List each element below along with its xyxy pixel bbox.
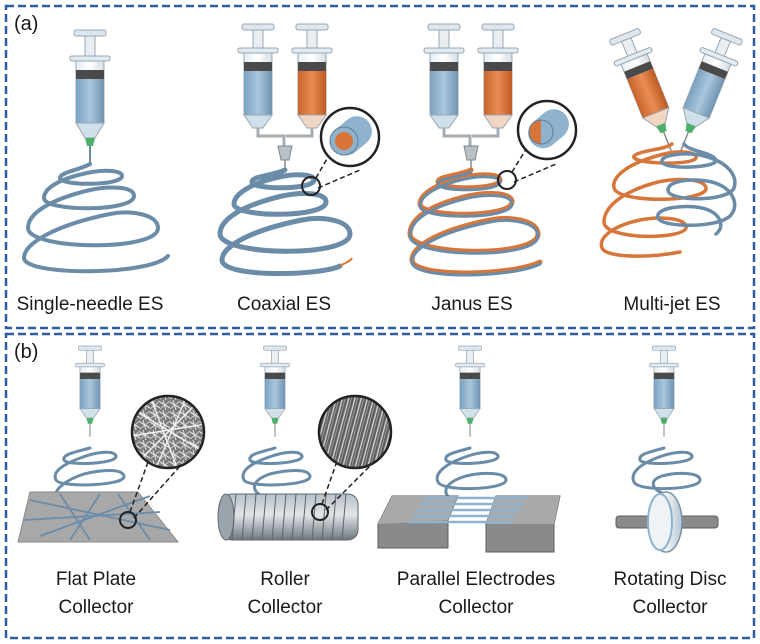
fiber-spiral-flat-plate <box>53 446 126 504</box>
panel-b-frame <box>4 332 756 640</box>
flat-plate-spot-marker <box>119 511 137 529</box>
caption-parallel-electrodes-line1: Parallel Electrodes <box>397 569 555 590</box>
janus-spot-marker <box>497 170 517 190</box>
parallel-aligned-fibers <box>408 496 528 524</box>
caption-rotating-disc-line2: Collector <box>633 597 709 618</box>
syringe-coaxial-blue <box>237 23 279 129</box>
panel-a-frame <box>4 4 756 330</box>
caption-roller-line2: Collector <box>248 597 324 618</box>
caption-coaxial-es: Coaxial ES <box>237 294 331 315</box>
caption-parallel-electrodes-line2: Collector <box>439 597 515 618</box>
fiber-spiral-roller <box>241 446 312 498</box>
coaxial-tubing <box>256 128 314 146</box>
syringe-flat-plate <box>75 345 105 437</box>
coaxial-cross-section-zoom <box>319 106 381 168</box>
flat-plate-deposited-fibers <box>23 493 171 541</box>
panel-b-label: (b) <box>14 341 38 363</box>
caption-roller-line1: Roller <box>260 569 310 590</box>
fiber-spiral-single <box>21 162 170 274</box>
janus-tubing <box>442 128 500 146</box>
roller-collector <box>217 493 359 541</box>
rotating-disc-collector <box>615 491 719 553</box>
syringe-multijet-blue <box>680 28 743 152</box>
fiber-spiral-parallel <box>435 446 508 502</box>
syringe-janus-blue <box>423 23 465 129</box>
panel-a-label: (a) <box>14 13 38 35</box>
caption-flat-plate-line1: Flat Plate <box>56 569 136 590</box>
caption-single-needle-es: Single-needle ES <box>17 294 164 315</box>
syringe-rotating-disc <box>649 345 679 437</box>
syringe-roller <box>260 345 290 437</box>
random-fiber-mesh-zoom <box>130 394 206 470</box>
roller-spot-marker <box>311 503 329 521</box>
fiber-spiral-multijet-blue <box>656 142 737 236</box>
caption-janus-es: Janus ES <box>431 294 512 315</box>
fiber-spiral-janus-blue <box>408 170 542 277</box>
janus-cross-section-zoom <box>516 99 578 161</box>
syringe-single-needle <box>69 29 111 164</box>
fiber-spiral-coaxial <box>217 167 353 276</box>
caption-flat-plate-line2: Collector <box>59 597 135 618</box>
syringe-coaxial-orange <box>291 23 333 129</box>
coaxial-nozzle <box>277 145 293 161</box>
syringe-multijet-orange <box>609 28 672 152</box>
fiber-spiral-disc <box>631 446 702 496</box>
caption-multi-jet-es: Multi-jet ES <box>623 294 720 315</box>
syringe-janus-orange <box>477 23 519 129</box>
caption-rotating-disc-line1: Rotating Disc <box>614 569 727 590</box>
syringe-parallel-electrodes <box>455 345 485 437</box>
coaxial-spot-marker <box>301 176 321 196</box>
aligned-fiber-zoom <box>317 394 393 470</box>
janus-nozzle <box>463 145 479 161</box>
